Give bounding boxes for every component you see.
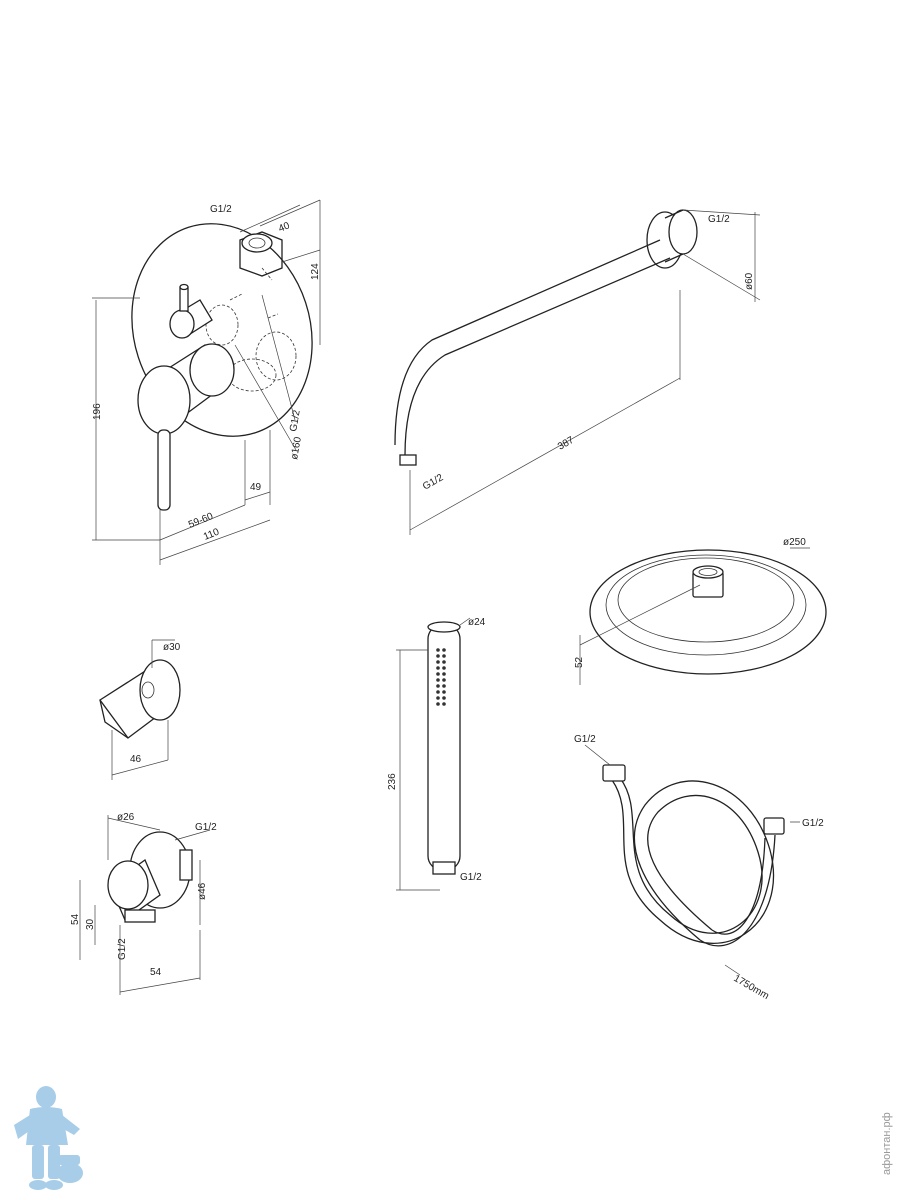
holder-dim-46: 46 (130, 754, 142, 765)
rain-dia-250: ø250 (783, 537, 806, 548)
hose-thread-left: G1/2 (574, 734, 596, 745)
rain-dim-52: 52 (574, 656, 585, 668)
mixer-dim-110: 110 (202, 526, 221, 542)
mixer-thread-label: G1/2 (210, 204, 232, 215)
outlet-dia-26: ø26 (117, 812, 135, 823)
outlet-dia-46: ø46 (197, 882, 208, 900)
plumber-mascot-icon (14, 1086, 83, 1190)
outlet-dim-54-h: 54 (70, 913, 81, 925)
wall-holder: ø30 46 (99, 639, 181, 780)
hand-shower: ø24 236 G1/2 (387, 617, 486, 891)
mixer-dim-49: 49 (250, 482, 262, 493)
mixer-dim-124: 124 (310, 263, 321, 280)
arm-thread-top: G1/2 (708, 214, 730, 225)
hand-len-236: 236 (387, 773, 398, 790)
holder-dia-30: ø30 (163, 642, 181, 653)
mixer-dim-59-60: 59-60 (187, 511, 215, 531)
outlet-dim-30: 30 (85, 918, 96, 930)
arm-dia-60: ø60 (744, 272, 755, 290)
mixer-thread-label-2: G1/2 (288, 409, 303, 433)
hand-dia-24: ø24 (468, 617, 486, 628)
concealed-mixer: G1/2 40 124 196 49 59-60 110 G1/2 ø160 (92, 199, 321, 565)
rain-shower-head: ø250 52 (574, 537, 827, 685)
mixer-dim-40: 40 (277, 220, 292, 235)
shower-arm: G1/2 ø60 387 G1/2 (394, 209, 761, 535)
mixer-dia-160: ø160 (289, 436, 304, 461)
hose-thread-right: G1/2 (802, 818, 824, 829)
outlet-thread-side: G1/2 (195, 822, 217, 833)
outlet-dim-54-w: 54 (150, 967, 162, 978)
hose-length: 1750mm (732, 973, 771, 1002)
shower-hose: G1/2 G1/2 1750mm (574, 734, 824, 1002)
mixer-dim-196: 196 (92, 403, 103, 420)
hand-thread: G1/2 (460, 872, 482, 883)
arm-thread-bottom: G1/2 (421, 472, 446, 493)
wall-outlet: ø26 G1/2 54 30 ø46 G1/2 54 (70, 812, 217, 995)
outlet-thread-bottom: G1/2 (117, 938, 128, 960)
arm-length-387: 387 (556, 435, 576, 453)
watermark-text: афонтан.рф (881, 1112, 893, 1175)
